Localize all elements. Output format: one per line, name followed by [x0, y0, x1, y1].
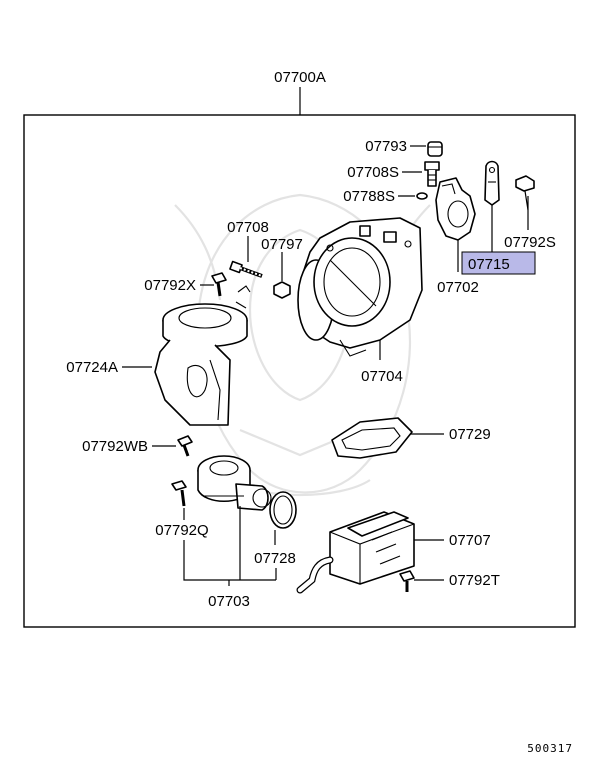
callout-07729[interactable]: 07729: [449, 426, 491, 443]
callout-07702[interactable]: 07702: [437, 279, 479, 296]
part-07729-gasket[interactable]: [331, 417, 413, 459]
part-07792X-screw[interactable]: [211, 272, 227, 297]
callout-07792Q[interactable]: 07792Q: [155, 522, 208, 539]
part-07792S-screw[interactable]: [515, 175, 535, 211]
callout-07792T[interactable]: 07792T: [449, 572, 500, 589]
part-07707-housing[interactable]: [296, 511, 415, 594]
part-07708S-screw[interactable]: [424, 161, 440, 187]
part-07792T-screw[interactable]: [399, 570, 415, 592]
part-07715-bracket[interactable]: [484, 160, 500, 206]
callout-07792WB[interactable]: 07792WB: [82, 438, 148, 455]
figure-code: 500317: [527, 742, 573, 755]
highlight-box-07715: [461, 251, 536, 275]
callout-07704[interactable]: 07704: [361, 368, 403, 385]
part-07724A-bracket[interactable]: [154, 285, 251, 426]
part-07792WB-screw[interactable]: [177, 435, 193, 457]
part-07792Q-screw[interactable]: [171, 480, 187, 507]
callout-07793[interactable]: 07793: [365, 138, 407, 155]
part-07708-bolt[interactable]: [229, 260, 263, 278]
callout-07728[interactable]: 07728: [254, 550, 296, 567]
callout-07724A[interactable]: 07724A: [66, 359, 118, 376]
part-07703-iac-motor[interactable]: [197, 455, 272, 511]
part-07704-throttle-body[interactable]: [297, 217, 423, 357]
part-07797-nut[interactable]: [273, 281, 291, 299]
callout-07788S[interactable]: 07788S: [343, 188, 395, 205]
part-07793-plug[interactable]: [427, 141, 443, 157]
callout-07707[interactable]: 07707: [449, 532, 491, 549]
callout-07715[interactable]: 07715: [468, 256, 510, 273]
part-07788S-oring[interactable]: [416, 192, 428, 200]
part-07702-sensor[interactable]: [435, 177, 476, 241]
callout-07792S[interactable]: 07792S: [504, 234, 556, 251]
callout-07708[interactable]: 07708: [227, 219, 269, 236]
callout-07797[interactable]: 07797: [261, 236, 303, 253]
callout-07703[interactable]: 07703: [208, 593, 250, 610]
assembly-label[interactable]: 07700A: [274, 69, 326, 86]
callout-07792X[interactable]: 07792X: [144, 277, 196, 294]
callout-07708S[interactable]: 07708S: [347, 164, 399, 181]
